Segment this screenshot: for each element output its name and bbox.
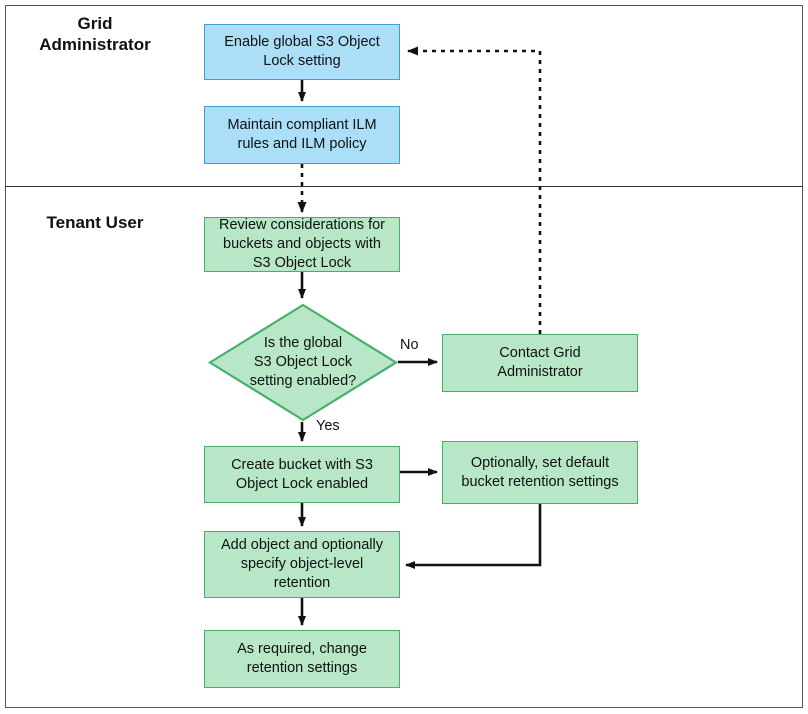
node-contact-grid-administrator[interactable]: Contact Grid Administrator xyxy=(442,334,638,392)
edge-label-no: No xyxy=(400,337,419,353)
node-create-bucket-with-s3-object-lock-enabled[interactable]: Create bucket with S3 Object Lock enable… xyxy=(204,446,400,503)
node-review-considerations[interactable]: Review considerations for buckets and ob… xyxy=(204,217,400,272)
node-maintain-compliant-ilm-rules-and-policy[interactable]: Maintain compliant ILM rules and ILM pol… xyxy=(204,106,400,164)
swimlane-divider xyxy=(5,186,803,187)
decision-label: Is the global S3 Object Lock setting ena… xyxy=(249,335,357,389)
swimlane-label-tenant-user: Tenant User xyxy=(46,213,144,232)
node-add-object-and-optionally-specify-object-level-retention[interactable]: Add object and optionally specify object… xyxy=(204,531,400,598)
node-optionally-set-default-bucket-retention-settings[interactable]: Optionally, set default bucket retention… xyxy=(442,441,638,504)
node-is-global-s3-object-lock-setting-enabled[interactable]: Is the global S3 Object Lock setting ena… xyxy=(208,303,398,422)
diagram-outer-border xyxy=(5,5,803,708)
edge-label-yes: Yes xyxy=(316,418,340,434)
node-enable-global-s3-object-lock-setting[interactable]: Enable global S3 Object Lock setting xyxy=(204,24,400,80)
node-as-required-change-retention-settings[interactable]: As required, change retention settings xyxy=(204,630,400,688)
decision-diamond-shape xyxy=(208,303,398,422)
swimlane-label-grid-administrator: Grid Administrator xyxy=(39,14,151,55)
